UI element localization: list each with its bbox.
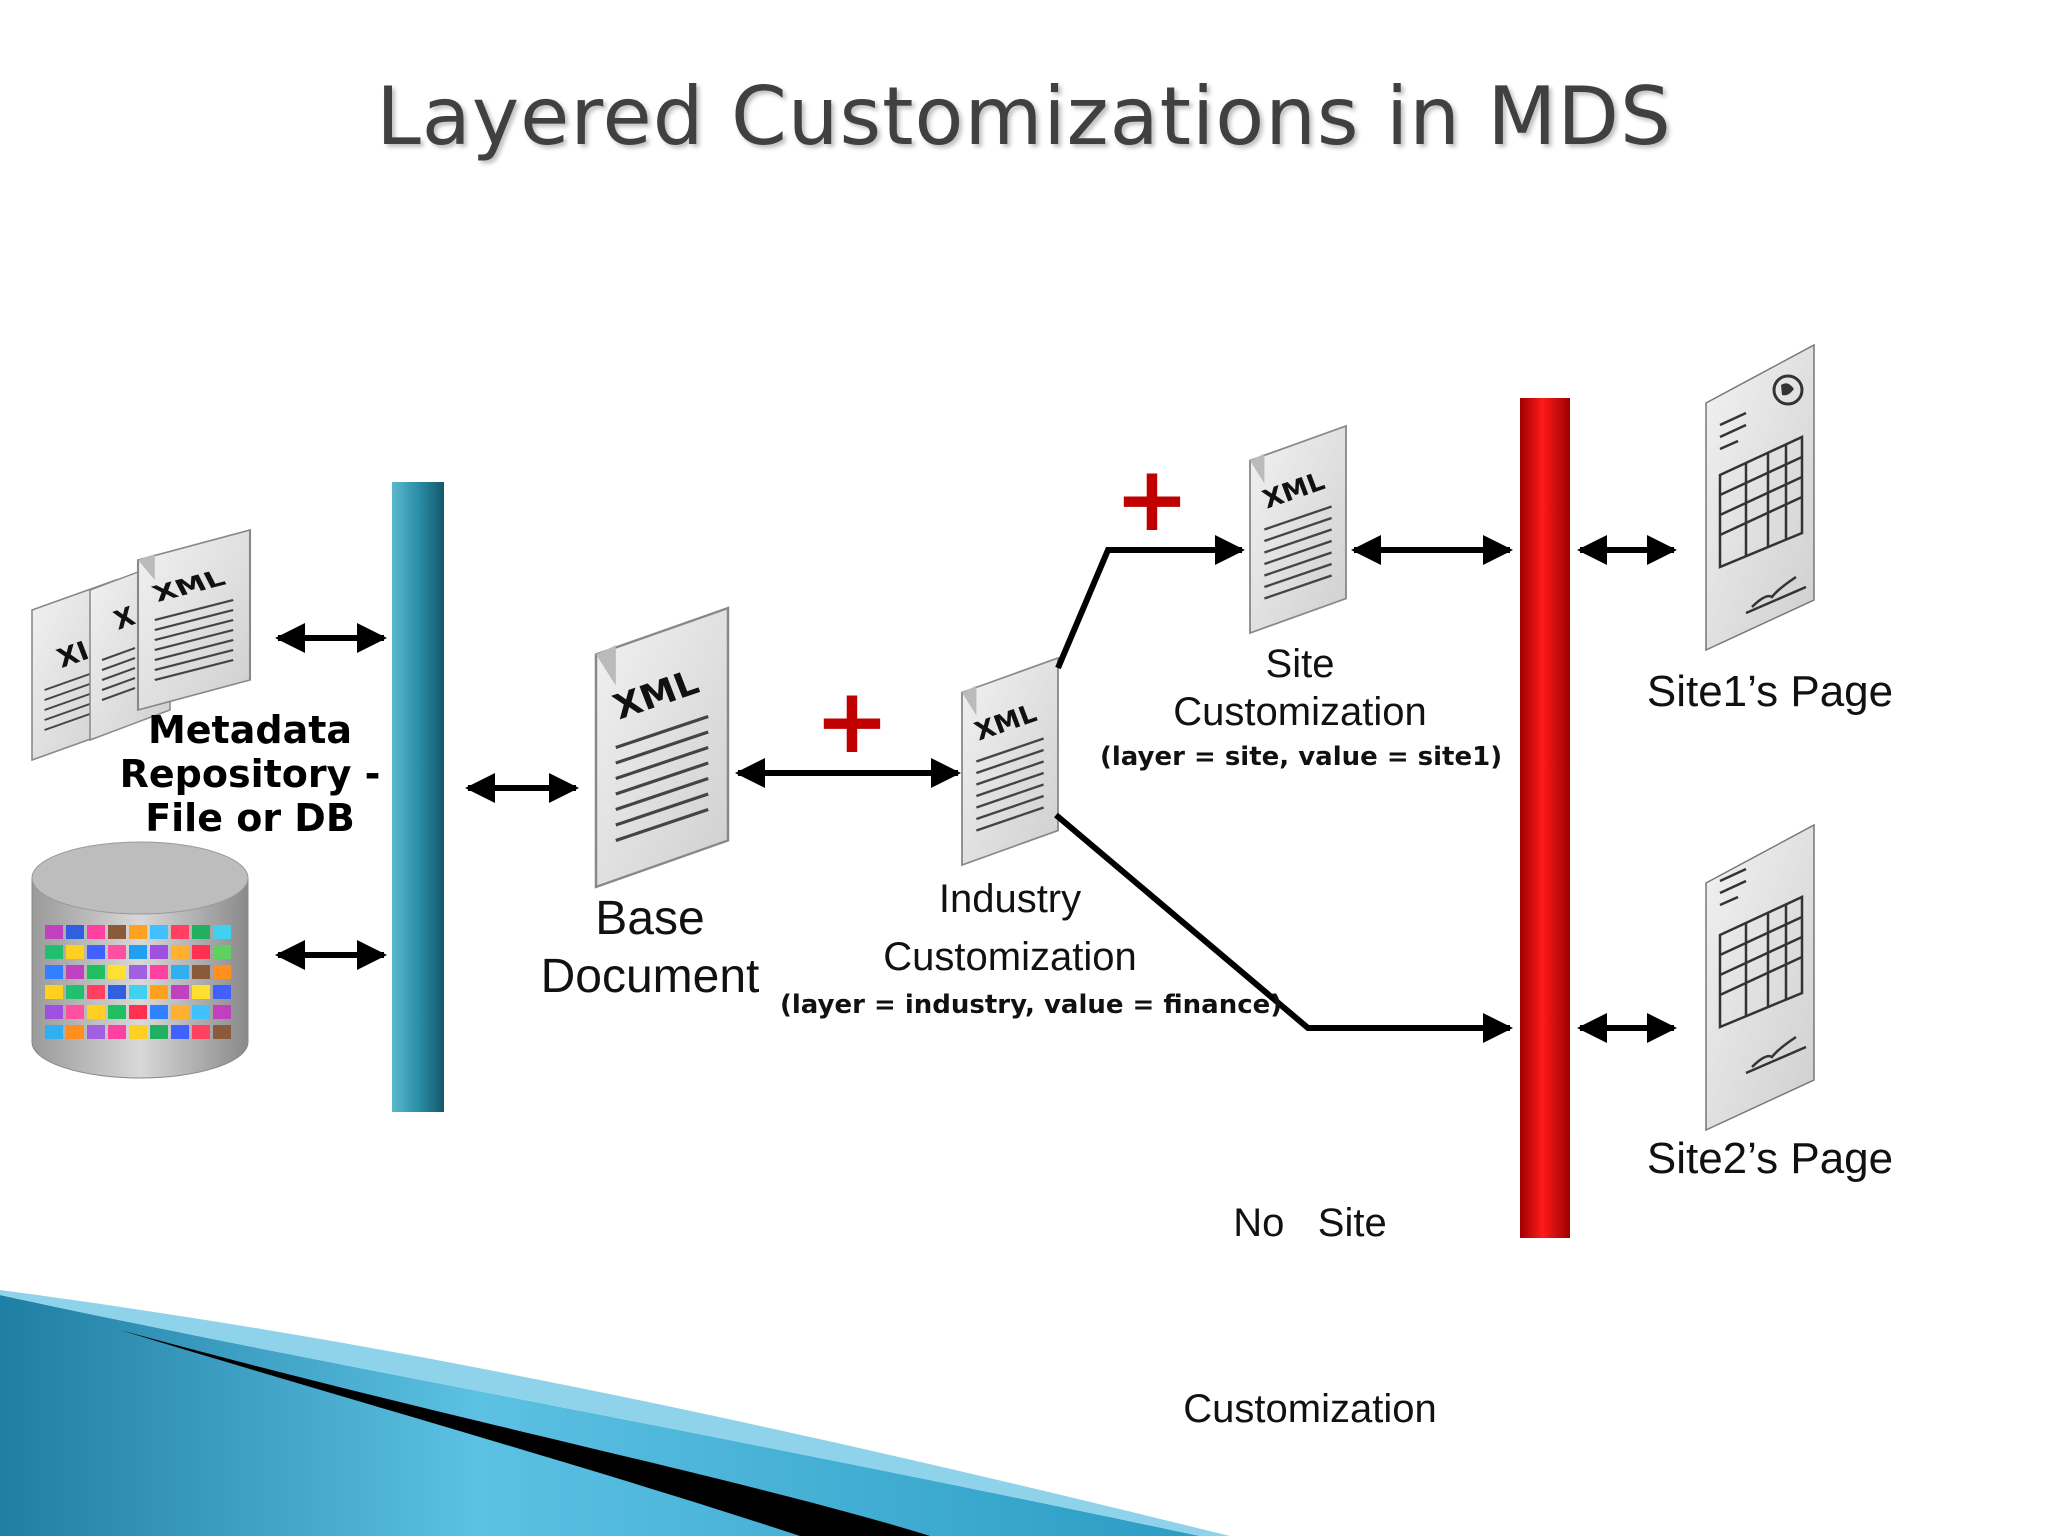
red-bar	[1520, 398, 1570, 1238]
no-site-customization-label-line-1: No Site	[1233, 1201, 1387, 1245]
industry-customization-label-line-2: Customization	[883, 935, 1137, 979]
industry-customization-label: Industry Customization	[850, 870, 1170, 986]
site-customization-label-line-1: Site	[1265, 642, 1335, 686]
plus-icon-industry: +	[814, 669, 889, 774]
site-params-label: (layer = site, value = site1)	[1100, 742, 1503, 772]
site-xml-document-icon: XML	[1248, 424, 1348, 635]
site1-page-label: Site1’s Page	[1646, 667, 1894, 716]
database-cylinder-icon	[31, 841, 249, 1079]
plus-icon-site: +	[1114, 447, 1189, 552]
site-customization-label: Site Customization	[1140, 640, 1460, 736]
industry-xml-document-icon: XML	[960, 656, 1060, 867]
repository-label-line-3: File or DB	[145, 796, 355, 840]
industry-params-label: (layer = industry, value = finance)	[780, 990, 1283, 1020]
base-xml-document-icon: XML	[594, 606, 730, 889]
site-customization-label-line-2: Customization	[1173, 690, 1427, 734]
industry-customization-label-line-1: Industry	[938, 877, 1082, 921]
site2-page-label: Site2’s Page	[1646, 1134, 1894, 1183]
repository-label-line-1: Metadata	[147, 708, 353, 752]
base-document-label-line-1: Base	[595, 892, 705, 945]
no-site-customization-label: No Site Customization	[1150, 1068, 1470, 1502]
repository-label: Metadata Repository - File or DB	[100, 708, 400, 840]
no-site-customization-label-line-2: Customization	[1183, 1387, 1437, 1431]
repository-label-line-2: Repository -	[119, 752, 381, 796]
footer-swoosh	[0, 1290, 1230, 1536]
repository-xml-stack: XI X XML	[31, 528, 252, 762]
teal-bar	[392, 482, 444, 1112]
arrow-industry-nosite	[1054, 812, 1513, 1043]
base-document-label: Base Document	[500, 890, 800, 1006]
site2-page-icon	[1705, 823, 1815, 1132]
site1-page-icon	[1705, 343, 1815, 652]
slide-title: Layered Customizations in MDS	[376, 70, 1672, 163]
arrow-industry-site	[1055, 535, 1245, 670]
base-document-label-line-2: Document	[540, 950, 760, 1003]
